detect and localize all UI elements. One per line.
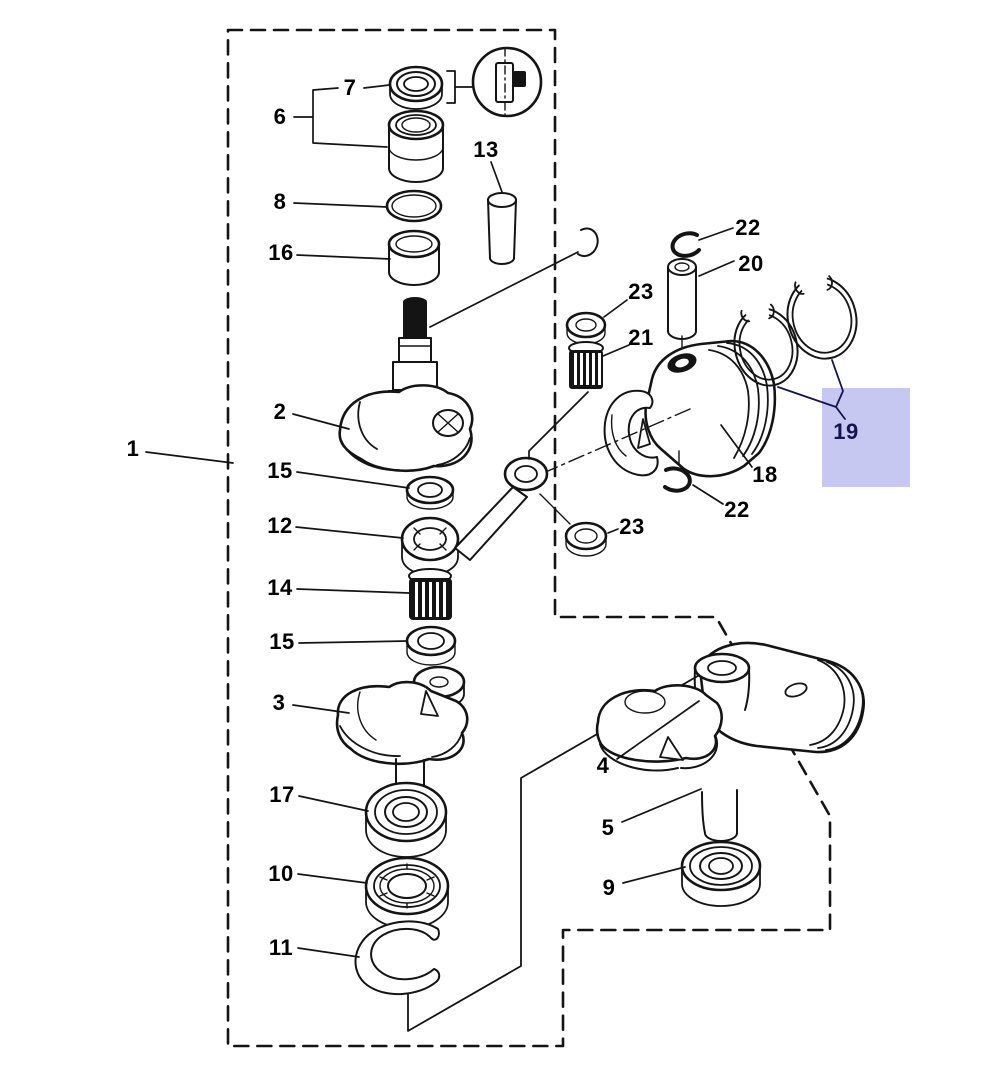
callout-10: 10	[268, 861, 294, 886]
part-13-pin	[487, 192, 517, 265]
part-15-washer-lower	[405, 625, 457, 666]
callout-7: 7	[343, 75, 357, 100]
callout-15a: 15	[267, 458, 293, 483]
part-9-ball-bearing	[680, 840, 762, 907]
callout-9: 9	[602, 875, 616, 900]
part-11-circlip	[354, 920, 441, 996]
bearing-detail-circle	[446, 46, 543, 118]
part-4-crank-piston-assembly	[693, 641, 865, 754]
part-3-crankshaft-lower	[335, 665, 469, 802]
callout-5: 5	[601, 815, 615, 840]
part-21-needle-bearing	[528, 341, 604, 460]
small-end-bearing-cage	[603, 389, 680, 477]
part-6-sleeve	[387, 109, 445, 183]
callout-21: 21	[628, 325, 654, 350]
callout-23a: 23	[628, 279, 654, 304]
callout-17: 17	[269, 782, 295, 807]
callout-11: 11	[268, 935, 294, 960]
callout-4: 4	[596, 753, 610, 778]
part-22-pin-clip-bottom	[663, 466, 692, 493]
part-5-crank-web	[595, 684, 738, 842]
callout-22b: 22	[724, 497, 750, 522]
part-23-washer-lower	[539, 493, 608, 557]
callout-16: 16	[268, 240, 294, 265]
assembly-boundary-dashed	[226, 28, 832, 1048]
part-22-pin-clip-top	[670, 231, 701, 258]
callout-8: 8	[273, 189, 287, 214]
part-18-piston	[644, 339, 777, 478]
connecting-rod	[454, 456, 549, 561]
callout-18: 18	[752, 462, 778, 487]
part-8-o-ring	[385, 189, 443, 223]
callout-19: 19	[833, 419, 859, 444]
callout-1: 1	[126, 436, 140, 461]
callout-23b: 23	[619, 514, 645, 539]
part-10-oil-seal	[364, 856, 450, 929]
part-23-washer-upper	[565, 311, 607, 345]
callout-2: 2	[273, 399, 287, 424]
part-15-washer-upper	[405, 475, 455, 510]
part-14-needle-bearing	[408, 568, 452, 620]
part-12-big-end-ring	[400, 516, 460, 576]
assembly-centerline	[547, 408, 691, 472]
part-19-piston-rings	[733, 269, 858, 387]
part-2-crankshaft-upper	[338, 297, 474, 472]
callout-3: 3	[272, 690, 286, 715]
callout-20: 20	[738, 251, 764, 276]
callout-6: 6	[273, 104, 287, 129]
callout-13: 13	[473, 137, 499, 162]
callout-14: 14	[267, 575, 293, 600]
part-16-bushing	[387, 229, 441, 286]
part-7-bearing	[388, 65, 444, 110]
part-17-ball-bearing	[364, 781, 448, 858]
callout-22a: 22	[735, 215, 761, 240]
callout-12: 12	[267, 513, 293, 538]
callout-leader-lines	[145, 84, 846, 958]
callout-15b: 15	[269, 629, 295, 654]
part-20-piston-pin	[667, 258, 697, 355]
woodruff-clip	[577, 227, 599, 257]
